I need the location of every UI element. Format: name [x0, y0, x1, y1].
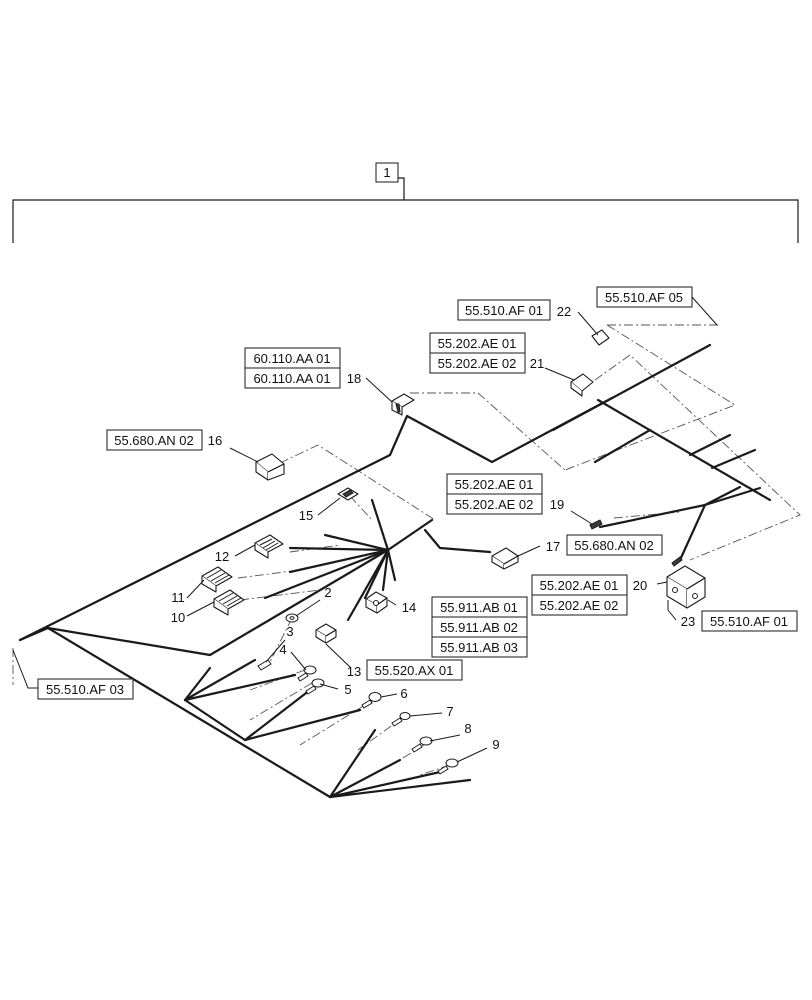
- ref-text-13: 55.520.AX 01: [375, 663, 454, 678]
- callout-19: 19: [550, 497, 564, 512]
- module-23-icon: [666, 565, 706, 609]
- ref-text-16: 55.680.AN 02: [114, 433, 194, 448]
- ref-box-left: 55.510.AF 03: [37, 678, 134, 700]
- ref-text-20-a: 55.202.AE 01: [540, 578, 619, 593]
- callout-21: 21: [530, 356, 544, 371]
- ref-text-20-b: 55.202.AE 02: [540, 598, 619, 613]
- connector-21-icon: [570, 373, 594, 397]
- ref-text-21-b: 55.202.AE 02: [438, 356, 517, 371]
- callout-11: 11: [171, 590, 185, 605]
- plug-19-icon: [589, 519, 603, 530]
- ref-text-22: 55.510.AF 01: [465, 303, 543, 318]
- callout-22: 22: [557, 304, 571, 319]
- ring-terminal-6-icon: [361, 692, 382, 709]
- callout-7: 7: [446, 704, 453, 719]
- ref-box-19: 55.202.AE 01 55.202.AE 02: [446, 473, 543, 515]
- callout-6: 6: [400, 686, 407, 701]
- ring-terminal-8-icon: [411, 736, 433, 753]
- connector-17-icon: [491, 547, 519, 570]
- callout-20: 20: [633, 578, 647, 593]
- ref-text-19-a: 55.202.AE 01: [455, 477, 534, 492]
- ref-text-14-b: 55.911.AB 02: [440, 620, 518, 635]
- callout-9: 9: [492, 737, 499, 752]
- ref-box-23: 55.510.AF 01: [701, 610, 798, 632]
- ref-text-top-right: 55.510.AF 05: [605, 290, 683, 305]
- ring-terminal-4-icon: [297, 665, 317, 682]
- clip-18-icon: [391, 393, 415, 416]
- ref-box-16: 55.680.AN 02: [106, 429, 203, 451]
- part-20-icon: [671, 556, 683, 567]
- ref-box-17: 55.680.AN 02: [566, 534, 663, 556]
- ref-text-left: 55.510.AF 03: [46, 682, 124, 697]
- assembly-callout-box: 1: [375, 162, 399, 183]
- ref-box-21: 55.202.AE 01 55.202.AE 02: [429, 332, 526, 374]
- ref-text-21-a: 55.202.AE 01: [438, 336, 517, 351]
- connector-12-icon: [254, 534, 284, 559]
- harness-wires: [18, 343, 772, 799]
- callout-10: 10: [171, 610, 185, 625]
- connector-14-icon: [365, 591, 388, 614]
- ref-text-19-b: 55.202.AE 02: [455, 497, 534, 512]
- ref-text-23: 55.510.AF 01: [710, 614, 788, 629]
- reference-boxes: 55.510.AF 01 55.510.AF 05 55.202.AE 01 5…: [37, 286, 798, 700]
- ring-terminal-5-icon: [305, 678, 325, 695]
- callout-8: 8: [464, 721, 471, 736]
- ring-terminal-2-icon: [285, 613, 299, 623]
- callout-2: 2: [324, 585, 331, 600]
- ref-box-top-right: 55.510.AF 05: [596, 286, 718, 326]
- ref-box-13: 55.520.AX 01: [366, 659, 463, 681]
- ref-text-14-c: 55.911.AB 03: [440, 640, 518, 655]
- components: [201, 329, 706, 775]
- leader-lines: [12, 311, 677, 763]
- ref-box-20: 55.202.AE 01 55.202.AE 02: [531, 574, 628, 616]
- connector-16-icon: [255, 453, 285, 481]
- callout-4: 4: [279, 642, 286, 657]
- ref-box-18: 60.110.AA 01 60.110.AA 01: [244, 347, 341, 389]
- ref-box-22: 55.510.AF 01: [457, 299, 551, 321]
- callout-14: 14: [402, 600, 416, 615]
- connector-11-icon: [201, 566, 233, 593]
- connector-22-icon: [591, 329, 610, 346]
- phantom-lines: [12, 324, 801, 776]
- ref-text-14-a: 55.911.AB 01: [440, 600, 518, 615]
- ring-terminal-9-icon: [437, 758, 459, 775]
- callout-3: 3: [286, 624, 293, 639]
- ref-text-18-a: 60.110.AA 01: [253, 351, 330, 366]
- connector-13-icon: [315, 623, 337, 644]
- callout-5: 5: [344, 682, 351, 697]
- callout-17: 17: [546, 539, 560, 554]
- callout-13: 13: [347, 664, 361, 679]
- callout-18: 18: [347, 371, 361, 386]
- assembly-callout-number: 1: [383, 165, 390, 180]
- ref-text-18-b: 60.110.AA 01: [253, 371, 330, 386]
- item-callouts: 22 21 18 16 15 12 11 10 2 3 4 5 6 7 8 9 …: [171, 304, 695, 752]
- connector-15-icon: [337, 487, 359, 501]
- callout-23: 23: [681, 614, 695, 629]
- ring-terminal-7-icon: [391, 712, 411, 727]
- connector-10-icon: [213, 589, 245, 616]
- ref-box-14: 55.911.AB 01 55.911.AB 02 55.911.AB 03: [431, 596, 528, 658]
- assembly-bracket: [12, 177, 799, 243]
- ref-text-17: 55.680.AN 02: [574, 538, 654, 553]
- ring-terminal-3-icon: [257, 659, 272, 671]
- callout-12: 12: [215, 549, 229, 564]
- callout-16: 16: [208, 433, 222, 448]
- callout-15: 15: [299, 508, 313, 523]
